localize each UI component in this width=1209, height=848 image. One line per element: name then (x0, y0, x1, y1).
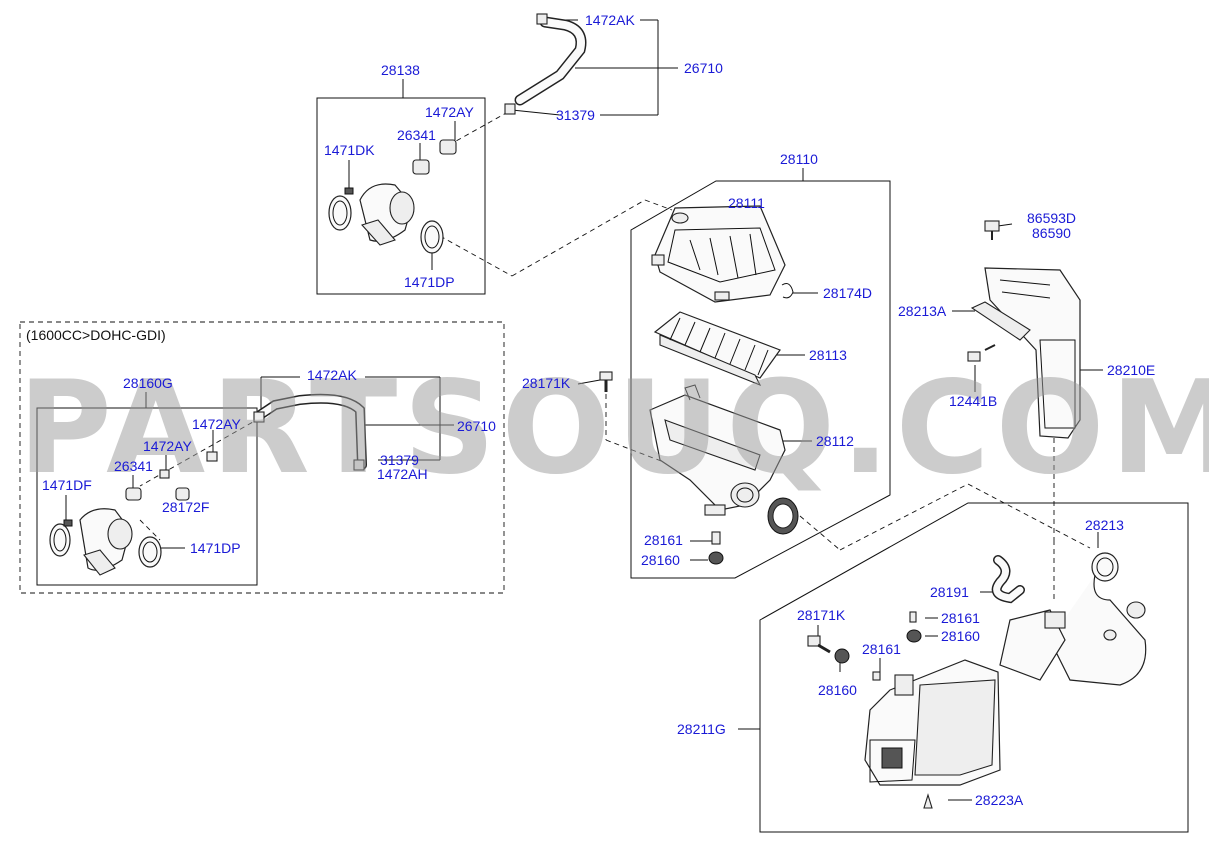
air-cleaner-body-28112 (649, 384, 799, 565)
watermark: PARTSOUQ.COM (18, 354, 1209, 503)
label-28171k-top[interactable]: 28171K (522, 375, 571, 391)
air-filter-28113 (653, 311, 781, 387)
label-1472ak-gdi[interactable]: 1472AK (307, 367, 357, 383)
label-28160g[interactable]: 28160G (123, 375, 173, 391)
throttle-adapter-28138 (328, 139, 457, 254)
label-28160-top[interactable]: 28160 (641, 552, 680, 568)
label-28174d[interactable]: 28174D (823, 285, 872, 301)
label-1471df[interactable]: 1471DF (42, 477, 92, 493)
label-26710-gdi[interactable]: 26710 (457, 418, 496, 434)
label-gdi-note: (1600CC>DOHC-GDI) (26, 327, 166, 343)
label-28112[interactable]: 28112 (816, 433, 854, 449)
air-duct-28210e (967, 220, 1081, 439)
resonator-28211g (807, 611, 1001, 809)
label-28160-lower-2[interactable]: 28160 (818, 682, 857, 698)
air-cleaner-cover-28111 (651, 205, 794, 303)
label-26341-top[interactable]: 26341 (397, 127, 436, 143)
label-28223a[interactable]: 28223A (975, 792, 1024, 808)
label-28160-lower-1[interactable]: 28160 (941, 628, 980, 644)
label-1471dp-gdi[interactable]: 1471DP (190, 540, 241, 556)
label-1471dk[interactable]: 1471DK (324, 142, 375, 158)
label-12441b[interactable]: 12441B (949, 393, 997, 409)
group-box-28160g (36, 407, 258, 586)
label-28161-top[interactable]: 28161 (644, 532, 683, 548)
label-28210e[interactable]: 28210E (1107, 362, 1155, 378)
group-box-28211g (759, 502, 1189, 833)
label-28110[interactable]: 28110 (780, 151, 818, 167)
resonator-hose-28213 (999, 552, 1147, 686)
label-1472ay-gdi-2[interactable]: 1472AY (143, 438, 192, 454)
label-28171k-lower[interactable]: 28171K (797, 607, 846, 623)
label-28213[interactable]: 28213 (1085, 517, 1124, 533)
breather-hose-26710 (504, 13, 587, 115)
label-86593d[interactable]: 86593D (1027, 210, 1076, 226)
label-28211g[interactable]: 28211G (677, 721, 726, 737)
label-1472ay-gdi-1[interactable]: 1472AY (192, 416, 241, 432)
label-26341-gdi[interactable]: 26341 (114, 458, 153, 474)
label-28161-lower-1[interactable]: 28161 (941, 610, 980, 626)
bolt-28171k-top (599, 371, 613, 392)
label-28161-lower-2[interactable]: 28161 (862, 641, 901, 657)
gdi-adapter-parts (49, 393, 367, 576)
label-86590[interactable]: 86590 (1032, 225, 1071, 241)
label-1472ah-gdi[interactable]: 1472AH (377, 466, 428, 482)
label-1472ak-top[interactable]: 1472AK (585, 12, 635, 28)
label-28213a[interactable]: 28213A (898, 303, 947, 319)
label-28113[interactable]: 28113 (809, 347, 847, 363)
group-box-28138 (316, 97, 486, 295)
label-28111[interactable]: 28111 (728, 195, 765, 211)
label-31379-top[interactable]: 31379 (556, 107, 595, 123)
label-26710-top[interactable]: 26710 (684, 60, 723, 76)
label-1471dp-top[interactable]: 1471DP (404, 274, 455, 290)
label-28138[interactable]: 28138 (381, 62, 420, 78)
label-28191[interactable]: 28191 (930, 584, 969, 600)
label-31379-gdi[interactable]: 31379 (380, 452, 419, 468)
label-1472ay-top[interactable]: 1472AY (425, 104, 474, 120)
label-28172f[interactable]: 28172F (162, 499, 209, 515)
group-box-28110 (630, 180, 891, 579)
breather-hose-28191 (991, 555, 1025, 604)
labels: 1472AK 26710 31379 28138 1472AY 26341 14… (26, 12, 1155, 808)
